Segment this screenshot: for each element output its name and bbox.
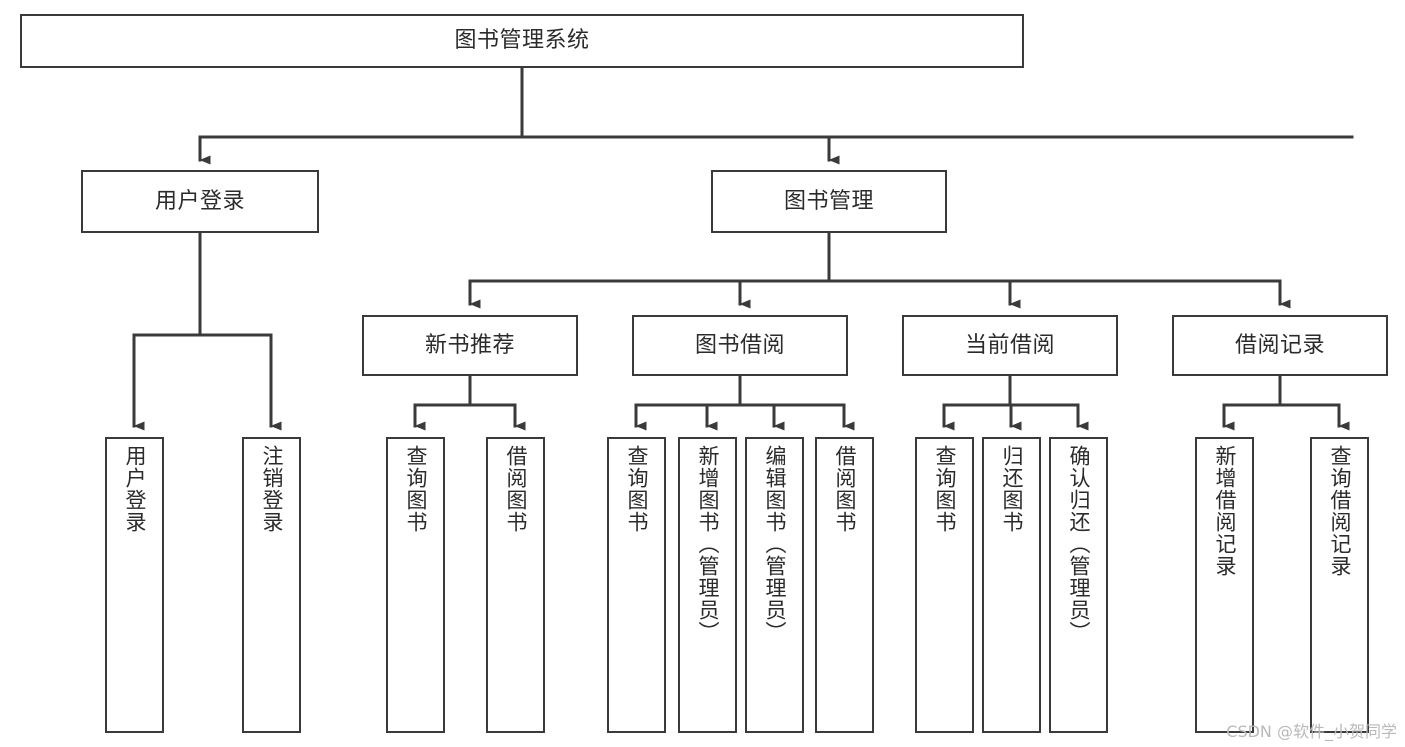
node-label: 查询借阅记录 — [1328, 445, 1352, 577]
node-label: 用户登录 — [154, 188, 245, 214]
node-label: 查询图书 — [625, 445, 649, 533]
node-label: 查询图书 — [933, 445, 957, 533]
node-user-login[interactable]: 用户登录 — [81, 170, 319, 233]
node-label: 图书管理 — [783, 188, 874, 214]
node-label: 编辑图书（管理员） — [763, 445, 787, 643]
node-leaf-user-login[interactable]: 用户登录 — [105, 437, 164, 733]
node-root-system[interactable]: 图书管理系统 — [20, 14, 1024, 68]
watermark: CSDN @软件_小贺同学 — [1226, 722, 1397, 741]
node-label: 注销登录 — [260, 445, 284, 533]
node-leaf-add-record[interactable]: 新增借阅记录 — [1195, 437, 1254, 733]
node-label: 查询图书 — [404, 445, 428, 533]
node-new-book-recommend[interactable]: 新书推荐 — [362, 315, 578, 376]
node-label: 当前借阅 — [964, 332, 1055, 358]
node-leaf-query-book-2[interactable]: 查询图书 — [607, 437, 666, 733]
node-leaf-logout[interactable]: 注销登录 — [242, 437, 301, 733]
node-leaf-borrow-book-2[interactable]: 借阅图书 — [815, 437, 874, 733]
node-label: 借阅记录 — [1234, 332, 1325, 358]
node-leaf-return-book[interactable]: 归还图书 — [982, 437, 1041, 733]
node-leaf-borrow-book-1[interactable]: 借阅图书 — [486, 437, 545, 733]
node-leaf-query-book-1[interactable]: 查询图书 — [386, 437, 445, 733]
node-label: 图书管理系统 — [454, 28, 590, 54]
node-book-borrow[interactable]: 图书借阅 — [632, 315, 848, 376]
node-borrow-record[interactable]: 借阅记录 — [1172, 315, 1388, 376]
node-leaf-query-record[interactable]: 查询借阅记录 — [1310, 437, 1369, 733]
node-label: 新书推荐 — [424, 332, 515, 358]
node-current-borrow[interactable]: 当前借阅 — [902, 315, 1118, 376]
node-leaf-query-book-3[interactable]: 查询图书 — [915, 437, 974, 733]
node-leaf-add-book[interactable]: 新增图书（管理员） — [678, 437, 737, 733]
node-leaf-confirm-return[interactable]: 确认归还（管理员） — [1049, 437, 1108, 733]
node-label: 用户登录 — [123, 445, 147, 533]
node-label: 借阅图书 — [833, 445, 857, 533]
node-book-manage[interactable]: 图书管理 — [711, 170, 947, 233]
node-label: 借阅图书 — [504, 445, 528, 533]
node-leaf-edit-book[interactable]: 编辑图书（管理员） — [745, 437, 804, 733]
node-label: 新增借阅记录 — [1213, 445, 1237, 577]
node-label: 归还图书 — [1000, 445, 1024, 533]
node-label: 新增图书（管理员） — [696, 445, 720, 643]
node-label: 确认归还（管理员） — [1067, 445, 1091, 643]
node-label: 图书借阅 — [694, 332, 785, 358]
